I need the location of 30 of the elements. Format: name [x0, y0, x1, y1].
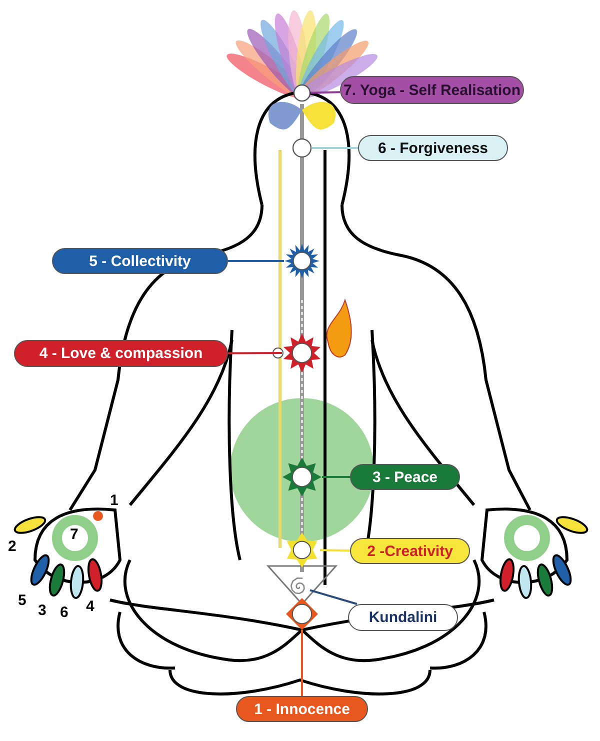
chakra-star: [282, 457, 322, 497]
chakra-label: Kundalini: [348, 604, 458, 631]
chakra-label: 3 - Peace: [350, 464, 460, 490]
chakra-circle: [292, 138, 312, 158]
finger-number: 5: [18, 592, 26, 609]
chakra-label: 2 -Creativity: [350, 538, 470, 564]
leader-line: [322, 476, 350, 478]
chakra-label: 4 - Love & compassion: [14, 340, 228, 367]
finger-number: 1: [110, 492, 118, 509]
chakra-star: [282, 333, 322, 373]
chakra-circle: [293, 84, 311, 102]
leader-line: [301, 630, 303, 696]
leader-line: [320, 549, 350, 552]
chakra-label: 6 - Forgiveness: [358, 135, 508, 161]
finger-number: 4: [86, 598, 94, 615]
chakra-label: 7. Yoga - Self Realisation: [340, 76, 524, 104]
leader-line: [312, 147, 358, 149]
finger-number: 3: [38, 602, 46, 619]
chakra-label: 1 - Innocence: [236, 696, 368, 722]
leader-line: [228, 352, 282, 354]
chakra-label: 5 - Collectivity: [52, 248, 228, 274]
finger-number: 2: [8, 538, 16, 555]
finger-number: 7: [70, 526, 78, 543]
chakra-star: [284, 243, 320, 279]
leader-line: [310, 91, 340, 94]
leader-line: [310, 589, 358, 605]
chakra-star: [284, 532, 320, 568]
finger-number: 6: [60, 604, 68, 621]
leader-line: [228, 260, 284, 262]
chakra-diamond: [286, 598, 318, 630]
